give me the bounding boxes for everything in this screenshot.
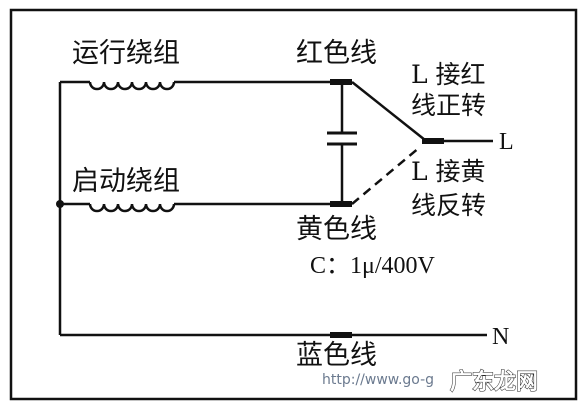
switch-line-to-red — [351, 81, 426, 141]
watermark-logo: 广东龙网 — [450, 369, 538, 395]
outer-border — [9, 8, 578, 401]
yellow-wire-label: 黄色线 — [296, 214, 377, 245]
watermark-url: http://www.go-g — [322, 372, 434, 388]
l-to-red-label-line1: L 接红 — [411, 60, 486, 89]
blue-wire-label: 蓝色线 — [296, 340, 377, 371]
terminal-l-label: L — [499, 129, 514, 155]
capacitor-label: C：1μ/400V — [310, 253, 436, 279]
run-winding-label: 运行绕组 — [72, 38, 180, 69]
l-to-yellow-label-line1: L 接黄 — [411, 157, 486, 186]
run-winding-coil — [88, 81, 176, 91]
switch-contact — [422, 138, 444, 144]
blue-wire-terminal — [330, 332, 352, 338]
start-winding-coil — [88, 203, 176, 213]
switch-line-to-yellow-dashed — [351, 146, 421, 205]
l-to-yellow-label-line2: 线反转 — [411, 191, 486, 220]
start-winding-label: 启动绕组 — [72, 166, 180, 197]
red-wire-label: 红色线 — [296, 38, 377, 69]
l-to-red-label-line2: 线正转 — [411, 91, 486, 120]
terminal-n-label: N — [492, 324, 509, 350]
